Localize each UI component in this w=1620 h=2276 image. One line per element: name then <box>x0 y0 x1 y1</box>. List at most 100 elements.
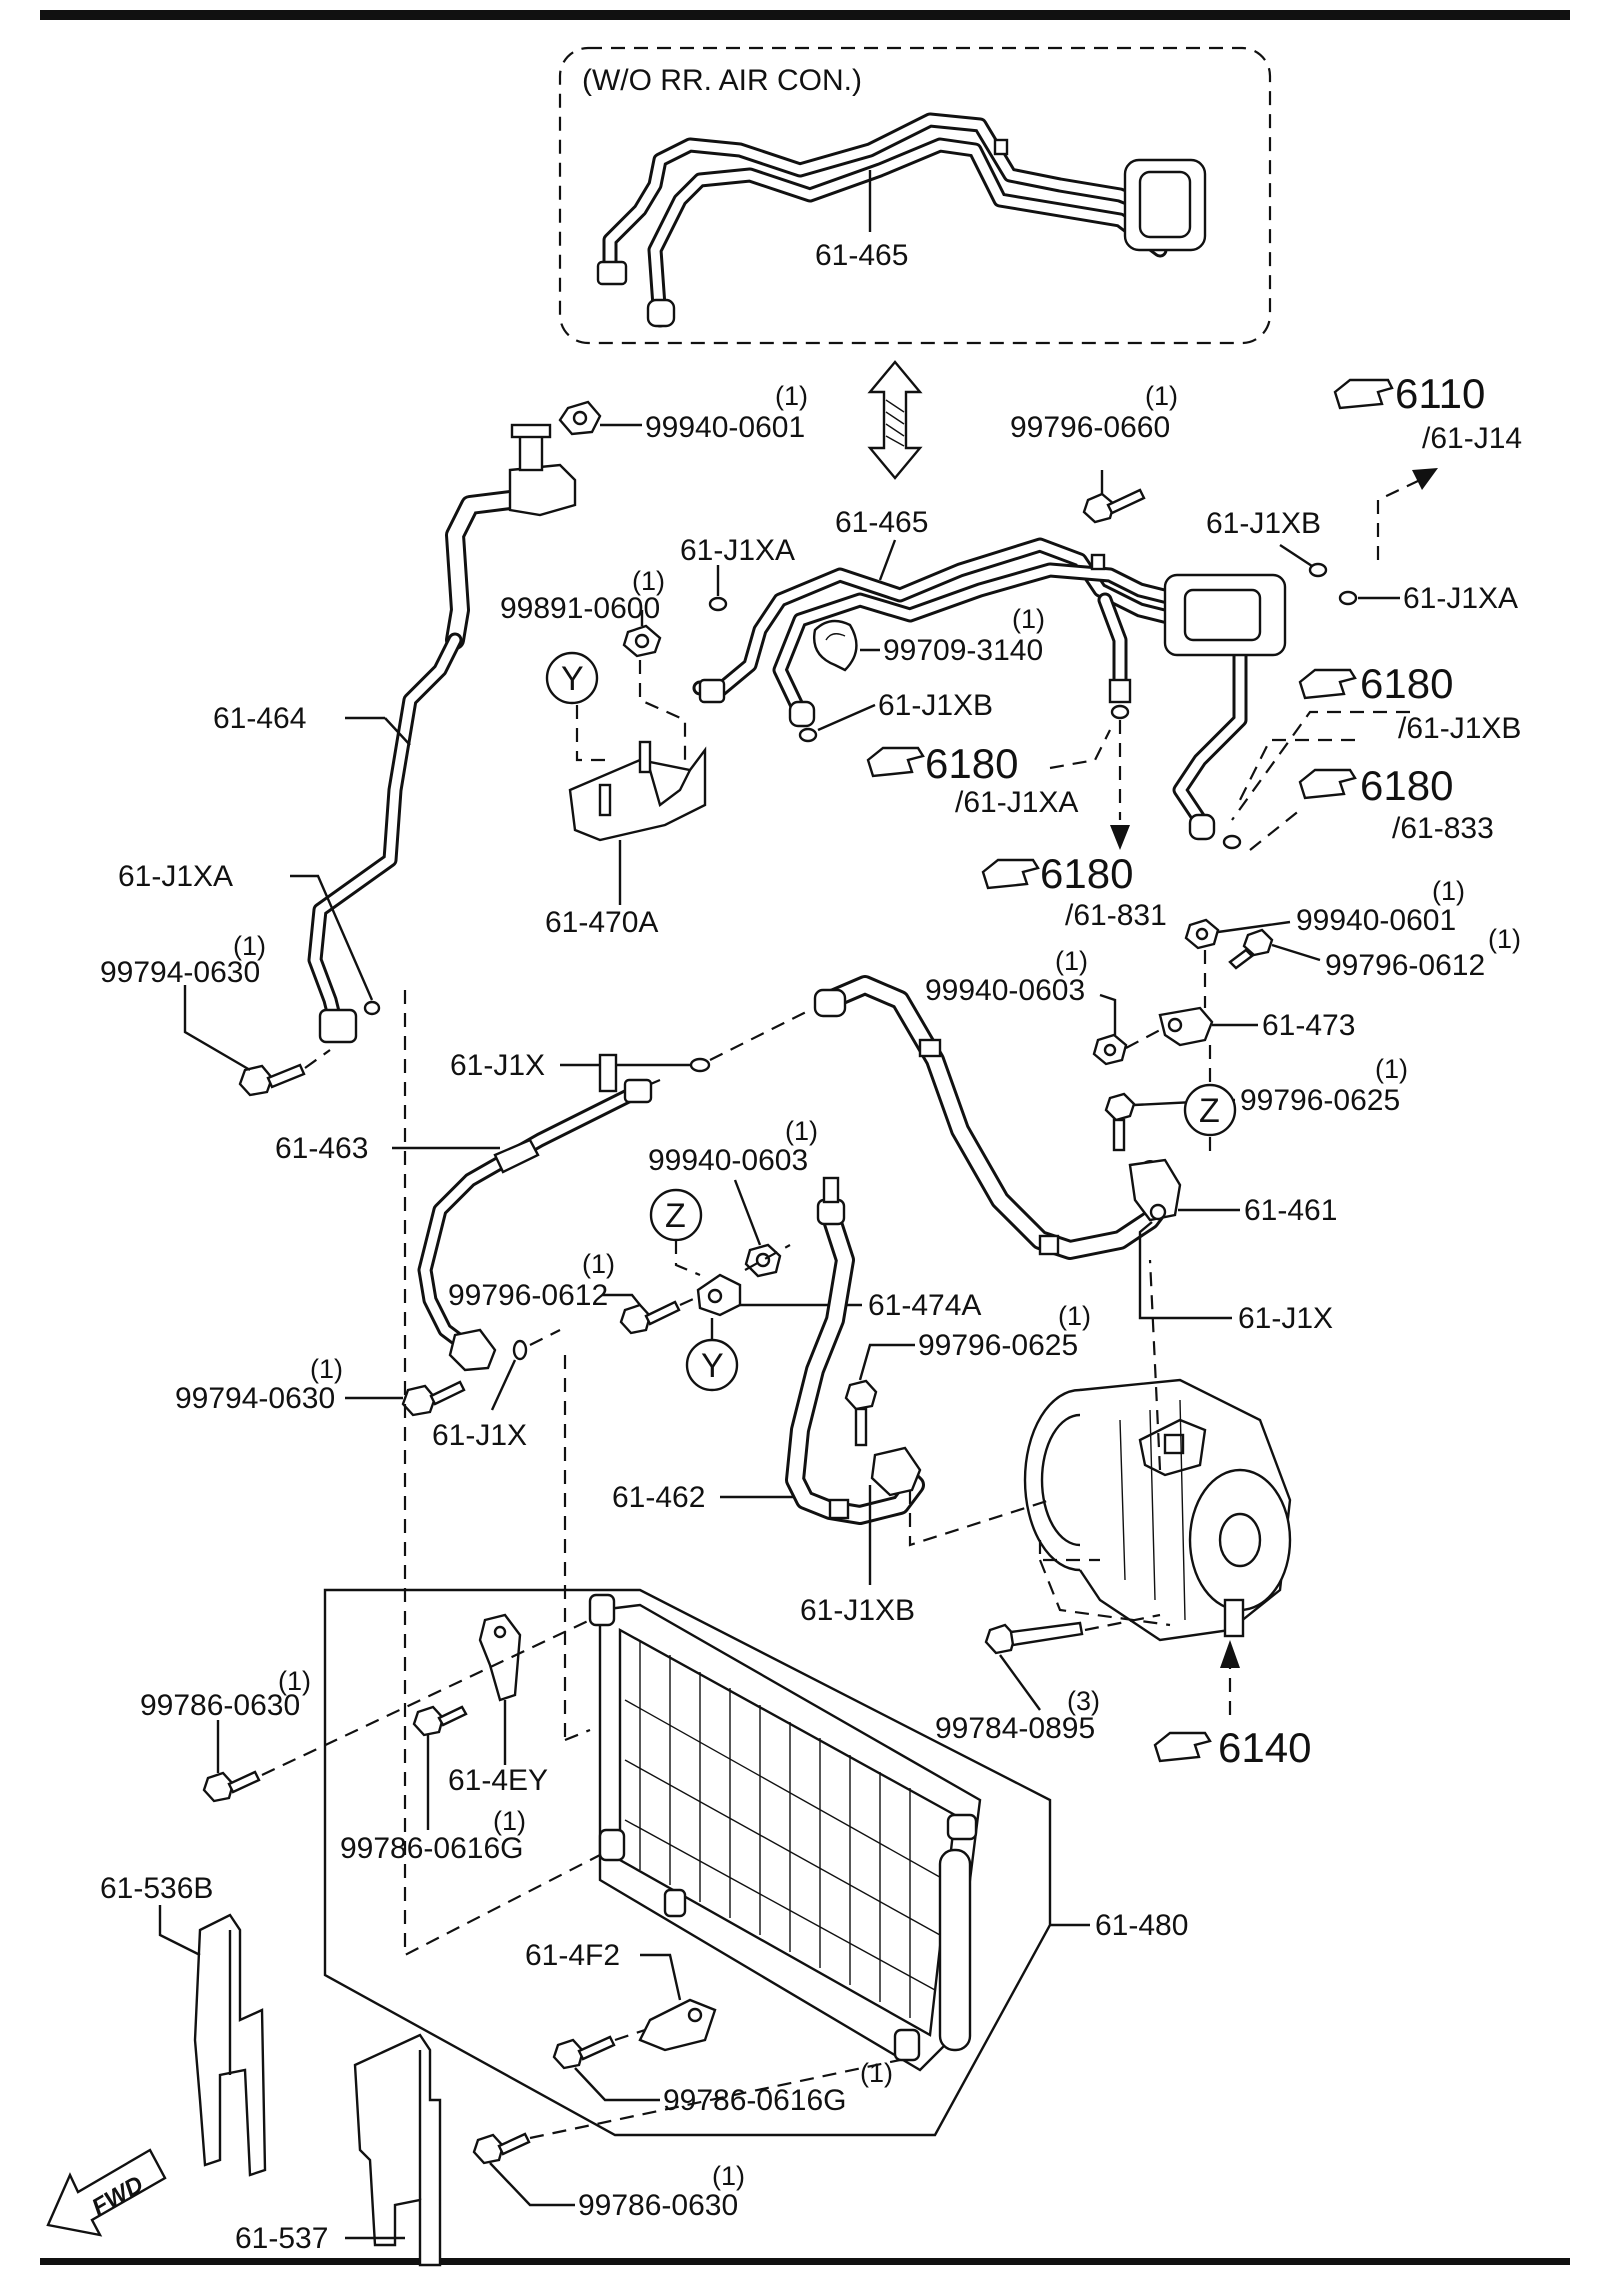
ref-6180-j1xa[interactable]: 6180 /61-J1XA <box>866 740 1078 819</box>
fastener-f1-qty: (1) <box>775 381 808 411</box>
marker-y-mid-text: Y <box>701 1347 724 1385</box>
bracket-61-470a[interactable] <box>568 740 707 842</box>
bracket-61-4f2[interactable] <box>638 1998 717 2052</box>
fastener-f9-qty: (1) <box>1375 1054 1408 1084</box>
nut-99940-0603-right[interactable] <box>1092 1033 1128 1066</box>
ref-6140[interactable]: 6140 <box>1153 1724 1311 1771</box>
fastener-f16-qty: (3) <box>1067 1686 1100 1716</box>
fastener-f8-part: 99940-0603 <box>925 974 1085 1007</box>
fastener-f2-qty: (1) <box>1145 381 1178 411</box>
condenser-61-480[interactable] <box>323 1588 1052 2137</box>
nut-99940-0601-top[interactable] <box>558 400 602 436</box>
label-oring-j1xb-low: 61-J1XB <box>800 1594 915 1627</box>
oring-j1xa-right[interactable] <box>1338 590 1358 606</box>
label-61-463: 61-463 <box>275 1132 368 1165</box>
bolt-99784-0895[interactable] <box>984 1621 1084 1655</box>
bolt-99786-0630-lower[interactable] <box>472 2132 531 2165</box>
nut-99891-0600[interactable] <box>622 624 662 658</box>
marker-z-mid: Z <box>649 1188 703 1242</box>
fastener-f16-part: 99784-0895 <box>935 1712 1095 1745</box>
oring-j1x-mid[interactable] <box>689 1057 711 1073</box>
fastener-f11-qty: (1) <box>582 1249 615 1279</box>
hose-61-461[interactable] <box>813 975 1182 1260</box>
ref-6110-group: 6110 <box>1395 370 1485 417</box>
panel-61-537[interactable] <box>353 2033 442 2267</box>
fastener-f5-qty: (1) <box>233 931 266 961</box>
oring-j1xb-mid[interactable] <box>798 727 818 743</box>
oring-j1xa-top[interactable] <box>708 596 728 612</box>
label-oring-j1x-mid: 61-J1X <box>450 1049 545 1082</box>
marker-y-top: Y <box>545 651 599 705</box>
pipe-61-464[interactable] <box>307 423 577 1044</box>
bolt-99796-0660[interactable] <box>1082 488 1146 524</box>
bolt-99786-0630-upper[interactable] <box>202 1770 261 1803</box>
fastener-f12-qty: (1) <box>1058 1301 1091 1331</box>
label-oring-j1xa-left: 61-J1XA <box>118 860 233 893</box>
pipe-61-465[interactable] <box>692 537 1287 841</box>
fastener-f3-part: 99891-0600 <box>500 592 660 625</box>
compressor[interactable] <box>1023 1378 1292 1642</box>
ref-6180-j1xb[interactable]: 6180 /61-J1XB <box>1298 660 1521 745</box>
ref-6180a-sub: /61-J1XB <box>1398 712 1521 745</box>
fastener-f12-part: 99796-0625 <box>918 1329 1078 1362</box>
ref-6180c-sub: /61-833 <box>1392 812 1494 845</box>
label-61-461: 61-461 <box>1244 1194 1337 1227</box>
label-61-462: 61-462 <box>612 1481 705 1514</box>
nut-99940-0603-mid[interactable] <box>744 1243 782 1278</box>
label-61-4ey: 61-4EY <box>448 1764 548 1797</box>
interchange-arrow <box>867 360 923 480</box>
bolt-99794-0630-upper[interactable] <box>238 1063 306 1097</box>
panel-61-536b[interactable] <box>193 1913 267 2177</box>
ref-6140-group: 6140 <box>1218 1724 1311 1771</box>
clip-99709-3140[interactable] <box>813 619 858 672</box>
oring-j1xa-left[interactable] <box>363 1000 381 1016</box>
ref-6180a-group: 6180 <box>1360 660 1453 707</box>
label-oring-j1xb-mid: 61-J1XB <box>878 689 993 722</box>
bracket-61-4ey[interactable] <box>478 1613 522 1702</box>
fastener-f10-qty: (1) <box>785 1116 818 1146</box>
variant-pipe-61-465 <box>596 112 1207 328</box>
top-rule <box>40 10 1570 20</box>
fastener-f10-part: 99940-0603 <box>648 1144 808 1177</box>
label-61-474a: 61-474A <box>868 1289 981 1322</box>
variant-box: (W/O RR. AIR CON.) 61-465 <box>558 46 1272 345</box>
fastener-f14-qty: (1) <box>278 1666 311 1696</box>
bolt-99796-0625-upper[interactable] <box>1104 1092 1136 1152</box>
clamp-61-473[interactable] <box>1158 1006 1214 1047</box>
fastener-f4-qty: (1) <box>1012 604 1045 634</box>
pipe-61-463[interactable] <box>417 1053 653 1372</box>
label-oring-j1x-left: 61-J1X <box>432 1419 527 1452</box>
pointing-hand-icon <box>1298 668 1357 700</box>
label-61-473: 61-473 <box>1262 1009 1355 1042</box>
label-oring-j1x-right: 61-J1X <box>1238 1302 1333 1335</box>
hose-61-462[interactable] <box>785 1176 925 1525</box>
bottom-rule <box>40 2258 1570 2265</box>
ref-6110[interactable]: 6110 /61-J14 <box>1333 370 1522 455</box>
bolt-99796-0625-lower[interactable] <box>844 1379 878 1447</box>
bolt-99796-0612-mid[interactable] <box>619 1300 681 1335</box>
oring-j1xb-top[interactable] <box>1308 562 1328 578</box>
label-61-4f2: 61-4F2 <box>525 1939 620 1972</box>
label-oring-j1xb-top: 61-J1XB <box>1206 507 1321 540</box>
oring-ref-6180-j1xa[interactable] <box>1110 704 1130 720</box>
oring-j1x-left[interactable] <box>512 1339 528 1361</box>
label-oring-j1xa-right: 61-J1XA <box>1403 582 1518 615</box>
fastener-f17-qty: (1) <box>860 2058 893 2088</box>
fastener-f17-part: 99786-0616G <box>663 2084 847 2117</box>
bolt-99796-0612-right[interactable] <box>1228 928 1274 970</box>
fastener-f6-part: 99940-0601 <box>1296 904 1456 937</box>
ref-6180-833[interactable]: 6180 /61-833 <box>1298 762 1494 845</box>
nut-99940-0601-right[interactable] <box>1184 918 1220 950</box>
bolt-99794-0630-lower[interactable] <box>401 1380 466 1417</box>
oring-ref-6180-j1xb[interactable] <box>1222 834 1242 850</box>
ref-6180-831[interactable]: 6180 /61-831 <box>981 850 1167 932</box>
ref-6180d-group: 6180 <box>1040 850 1133 897</box>
bolt-99786-0616g-lower[interactable] <box>552 2035 616 2070</box>
pointing-hand-icon <box>1298 768 1357 800</box>
clamp-61-474a[interactable] <box>696 1273 742 1317</box>
pointing-hand-icon <box>866 746 925 778</box>
marker-z-right: Z <box>1183 1083 1237 1137</box>
marker-y-mid: Y <box>685 1338 739 1392</box>
bolt-99786-0616g-upper[interactable] <box>412 1705 468 1737</box>
fastener-f6-qty: (1) <box>1432 876 1465 906</box>
